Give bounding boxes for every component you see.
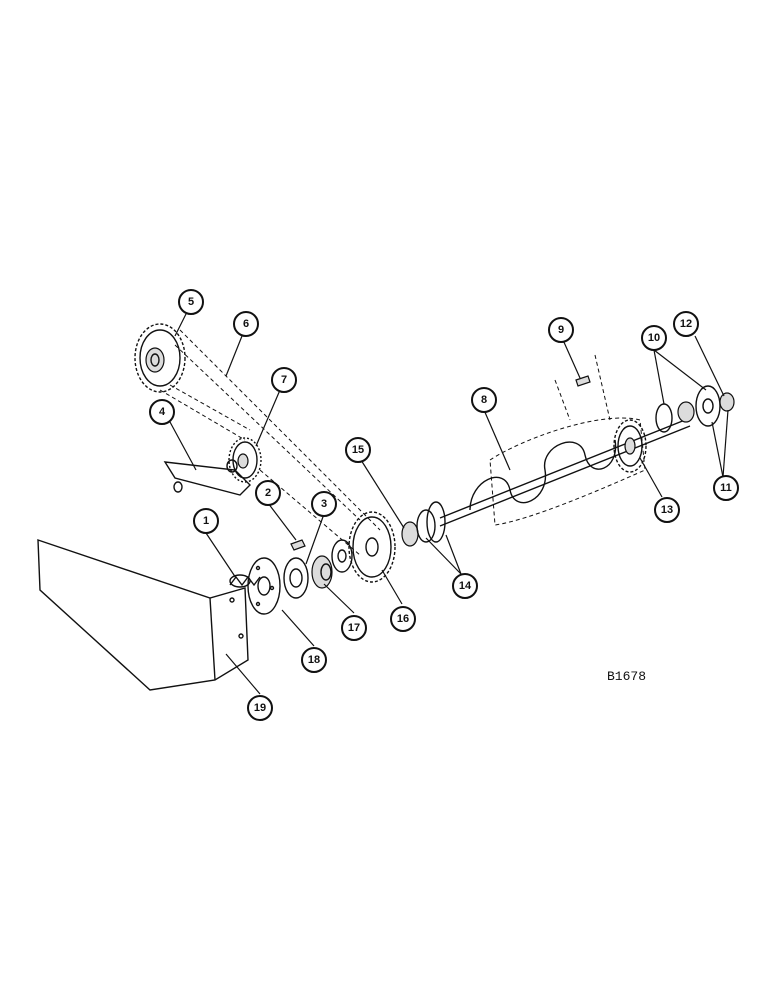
callout-1: 1	[193, 508, 219, 534]
svg-text:19: 19	[254, 702, 266, 714]
washer-bushing-set	[283, 539, 353, 599]
svg-text:13: 13	[661, 504, 673, 516]
callout-11: 11	[713, 475, 739, 501]
auger-sprocket	[613, 419, 647, 473]
callout-13: 13	[654, 497, 680, 523]
bearing-assembly	[401, 501, 446, 547]
callout-9: 9	[548, 317, 574, 343]
svg-text:18: 18	[308, 654, 320, 666]
svg-text:12: 12	[680, 318, 692, 330]
idler-bracket	[163, 459, 251, 496]
svg-text:15: 15	[352, 444, 364, 456]
lower-sprocket	[348, 511, 396, 583]
key-part	[290, 539, 306, 551]
callout-6: 6	[233, 311, 259, 337]
svg-text:11: 11	[720, 482, 732, 494]
svg-text:16: 16	[397, 613, 409, 625]
svg-text:17: 17	[348, 622, 360, 634]
callout-8: 8	[471, 387, 497, 413]
callout-12: 12	[673, 311, 699, 337]
callout-16: 16	[390, 606, 416, 632]
callout-19: 19	[247, 695, 273, 721]
svg-text:1: 1	[203, 515, 209, 527]
callout-18: 18	[301, 647, 327, 673]
auger-assembly	[439, 354, 691, 527]
svg-text:2: 2	[265, 487, 271, 499]
callout-10: 10	[641, 325, 667, 351]
callout-15: 15	[345, 437, 371, 463]
spring-part	[229, 574, 261, 588]
svg-text:14: 14	[459, 580, 472, 592]
shield-part	[37, 539, 249, 691]
callout-7: 7	[271, 367, 297, 393]
svg-text:7: 7	[281, 374, 287, 386]
callout-2: 2	[255, 480, 281, 506]
callout-3: 3	[311, 491, 337, 517]
flange-plate	[247, 557, 281, 615]
callout-17: 17	[341, 615, 367, 641]
upper-sprocket	[134, 323, 186, 393]
drive-chain	[159, 329, 381, 556]
auger-key	[575, 375, 591, 387]
callout-14: 14	[452, 573, 478, 599]
leader-lines	[169, 309, 729, 695]
callout-5: 5	[178, 289, 204, 315]
svg-text:5: 5	[188, 296, 194, 308]
svg-text:3: 3	[321, 498, 327, 510]
svg-text:9: 9	[558, 324, 564, 336]
svg-text:8: 8	[481, 394, 487, 406]
svg-text:4: 4	[159, 406, 166, 418]
svg-text:10: 10	[648, 332, 660, 344]
callout-4: 4	[149, 399, 175, 425]
drawing-number: B1678	[607, 669, 646, 684]
svg-text:6: 6	[243, 318, 249, 330]
